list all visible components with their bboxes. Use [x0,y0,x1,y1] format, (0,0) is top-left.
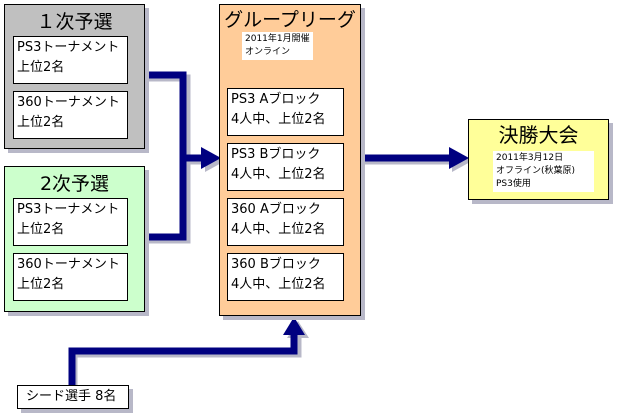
group-league-title: グループリーグ [224,9,356,31]
group-league-box: グループリーグ 2011年1月開催 オンライン PS3 Aブロック 4人中、上位… [219,4,361,316]
final-title: 決勝大会 [498,123,579,147]
entry-line: 360トーナメント [17,95,120,110]
entry-line: 上位2名 [17,115,65,130]
block-line: 4人中、上位2名 [231,222,326,237]
qualifier1-box: １次予選 PS3トーナメント 上位2名 360トーナメント 上位2名 [4,4,145,149]
block-line: 4人中、上位2名 [231,277,326,292]
block-line: 4人中、上位2名 [231,112,326,127]
note-line: 2011年3月12日 [496,153,564,163]
block-360-b: 360 Bブロック 4人中、上位2名 [227,253,344,301]
block-line: 360 Bブロック [231,257,321,272]
seed-box: シード選手 8名 [17,385,129,409]
note-line: オフライン(秋葉原) [496,166,576,176]
qualifier2-entry-ps3: PS3トーナメント 上位2名 [13,198,128,246]
block-line: PS3 Aブロック [231,92,321,107]
qualifier1-entry-ps3: PS3トーナメント 上位2名 [13,36,128,84]
block-ps3-b: PS3 Bブロック 4人中、上位2名 [227,143,344,191]
block-line: PS3 Bブロック [231,147,321,162]
qualifier1-entry-360: 360トーナメント 上位2名 [13,91,128,139]
note-line: PS3使用 [496,179,531,189]
entry-line: 360トーナメント [17,257,120,272]
entry-line: 上位2名 [17,60,65,75]
seed-to-league-shadow [70,338,302,385]
block-ps3-a: PS3 Aブロック 4人中、上位2名 [227,88,344,136]
entry-line: 上位2名 [17,222,65,237]
qualifier2-title: 2次予選 [39,173,110,195]
seed-label: シード選手 8名 [26,389,117,404]
entry-line: PS3トーナメント [17,40,120,55]
note-line: オンライン [245,47,291,57]
seed-to-league-arrow [68,334,298,385]
block-line: 360 Aブロック [231,202,321,217]
entry-line: 上位2名 [17,277,65,292]
qualifier2-entry-360: 360トーナメント 上位2名 [13,253,128,301]
arrowhead-icon [449,147,469,169]
block-360-a: 360 Aブロック 4人中、上位2名 [227,198,344,246]
qualifier-connector [145,71,187,241]
arrowhead-icon [283,317,305,335]
qualifier1-title: １次予選 [36,11,113,33]
final-box: 決勝大会 2011年3月12日 オフライン(秋葉原) PS3使用 [468,119,609,200]
entry-line: PS3トーナメント [17,202,120,217]
group-league-note: 2011年1月開催 オンライン [242,32,313,60]
qualifier2-box: 2次予選 PS3トーナメント 上位2名 360トーナメント 上位2名 [4,166,145,312]
note-line: 2011年1月開催 [245,34,310,44]
block-line: 4人中、上位2名 [231,167,326,182]
arrowhead-icon [201,147,221,169]
final-note: 2011年3月12日 オフライン(秋葉原) PS3使用 [493,151,594,192]
